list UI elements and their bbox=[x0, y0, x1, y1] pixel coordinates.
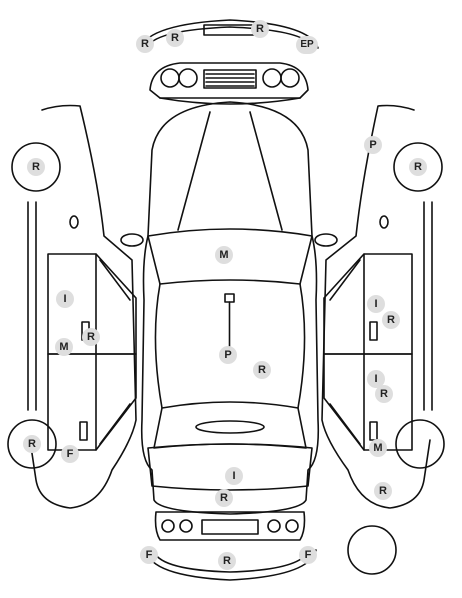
marker-left-front-door-m[interactable]: M bbox=[55, 338, 73, 356]
marker-right-front-door-i[interactable]: I bbox=[367, 295, 385, 313]
car-top-view-outline bbox=[120, 101, 338, 515]
marker-rear-bumper-r[interactable]: R bbox=[218, 552, 236, 570]
marker-left-front-wheel[interactable]: R bbox=[27, 158, 45, 176]
marker-rear-bumper-f-right[interactable]: F bbox=[299, 546, 317, 564]
marker-front-bumper-right[interactable]: R bbox=[251, 20, 269, 38]
marker-right-rear-m[interactable]: M bbox=[369, 439, 387, 457]
marker-roof-r[interactable]: R bbox=[253, 361, 271, 379]
marker-front-bumper-left[interactable]: R bbox=[136, 35, 154, 53]
marker-front-bumper-mid[interactable]: R bbox=[166, 29, 184, 47]
front-view-outline bbox=[149, 62, 309, 105]
marker-roof-p[interactable]: P bbox=[219, 346, 237, 364]
rear-view-outline bbox=[154, 511, 306, 541]
marker-left-front-door-i[interactable]: I bbox=[56, 290, 74, 308]
marker-hood-m[interactable]: M bbox=[215, 246, 233, 264]
marker-front-bumper-ep[interactable]: EP bbox=[296, 36, 318, 54]
left-side-view-outline bbox=[7, 104, 137, 509]
marker-left-rear-f[interactable]: F bbox=[61, 445, 79, 463]
marker-right-rear-door-r[interactable]: R bbox=[375, 385, 393, 403]
marker-trunk-i[interactable]: I bbox=[225, 467, 243, 485]
marker-right-front-wheel[interactable]: R bbox=[409, 158, 427, 176]
marker-right-rear-door-i[interactable]: I bbox=[367, 370, 385, 388]
marker-rear-bumper-f-left[interactable]: F bbox=[140, 546, 158, 564]
marker-left-front-door-r[interactable]: R bbox=[82, 328, 100, 346]
marker-trunk-r[interactable]: R bbox=[215, 489, 233, 507]
marker-right-rear-r[interactable]: R bbox=[374, 482, 392, 500]
marker-right-front-p[interactable]: P bbox=[364, 136, 382, 154]
right-side-view-outline bbox=[321, 104, 445, 509]
spare-wheel bbox=[347, 525, 397, 575]
marker-left-rear-wheel[interactable]: R bbox=[23, 435, 41, 453]
marker-right-front-door-r[interactable]: R bbox=[382, 311, 400, 329]
